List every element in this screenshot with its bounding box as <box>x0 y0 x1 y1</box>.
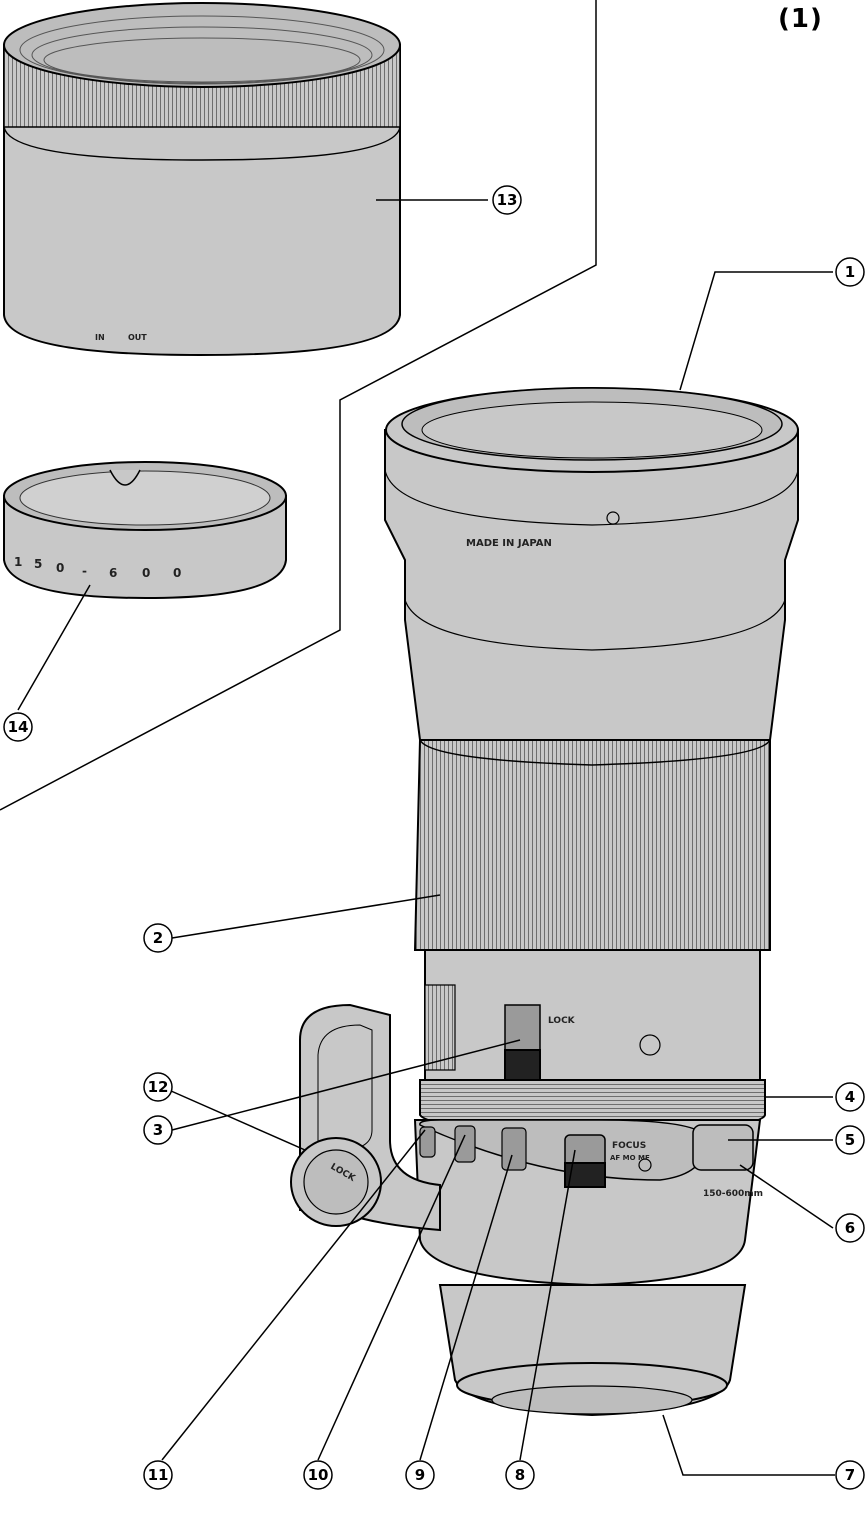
separator-lines <box>0 0 597 811</box>
cap-digit-7: 0 <box>173 566 181 580</box>
cap-digit-3: 0 <box>56 561 64 575</box>
svg-text:14: 14 <box>8 718 29 736</box>
focal-spec-label: 150-600mm <box>703 1189 763 1199</box>
leader-lines <box>17 199 835 1476</box>
made-in-label: MADE IN JAPAN <box>466 538 552 549</box>
focus-switch-label: FOCUS <box>612 1141 646 1151</box>
hood-in-label: IN <box>95 333 105 342</box>
cap-digit-1: 1 <box>14 555 22 569</box>
callout-9: 9 <box>405 1460 435 1490</box>
cap-digit-6: 0 <box>142 566 150 580</box>
callout-8: 8 <box>505 1460 535 1490</box>
callout-3: 3 <box>143 1115 173 1145</box>
callout-6: 6 <box>835 1213 865 1243</box>
svg-text:13: 13 <box>497 191 518 209</box>
svg-text:12: 12 <box>148 1078 169 1096</box>
callout-2: 2 <box>143 923 173 953</box>
callout-1: 1 <box>835 257 865 287</box>
lens-body: MADE IN JAPAN LOCK 150-600mm FOCUS AF MO… <box>290 387 799 1417</box>
svg-text:2: 2 <box>153 929 163 947</box>
svg-text:3: 3 <box>153 1121 163 1139</box>
hood-out-label: OUT <box>128 333 147 342</box>
callout-5: 5 <box>835 1125 865 1155</box>
svg-text:1: 1 <box>845 263 855 281</box>
svg-text:5: 5 <box>845 1131 855 1149</box>
svg-text:11: 11 <box>148 1466 169 1484</box>
lens-cap: 1 5 0 - 6 0 0 <box>3 461 287 600</box>
lens-hood: IN OUT <box>3 2 401 357</box>
figure-label: (1) <box>778 4 823 34</box>
svg-text:8: 8 <box>515 1466 525 1484</box>
callout-12: 12 <box>143 1072 173 1102</box>
cap-digit-2: 5 <box>34 557 42 571</box>
svg-text:6: 6 <box>845 1219 855 1237</box>
cap-digit-4: - <box>82 564 87 578</box>
svg-text:4: 4 <box>845 1088 855 1106</box>
callout-4: 4 <box>835 1082 865 1112</box>
svg-text:9: 9 <box>415 1466 425 1484</box>
cap-digit-5: 6 <box>109 566 117 580</box>
callout-14: 14 <box>3 712 33 742</box>
callout-10: 10 <box>303 1460 333 1490</box>
callout-7: 7 <box>835 1460 865 1490</box>
callout-13: 13 <box>492 185 522 215</box>
svg-text:7: 7 <box>845 1466 855 1484</box>
callout-11: 11 <box>143 1460 173 1490</box>
zoom-lock-label: LOCK <box>548 1016 576 1026</box>
focus-modes-label: AF MO MF <box>610 1154 650 1162</box>
svg-text:10: 10 <box>308 1466 329 1484</box>
